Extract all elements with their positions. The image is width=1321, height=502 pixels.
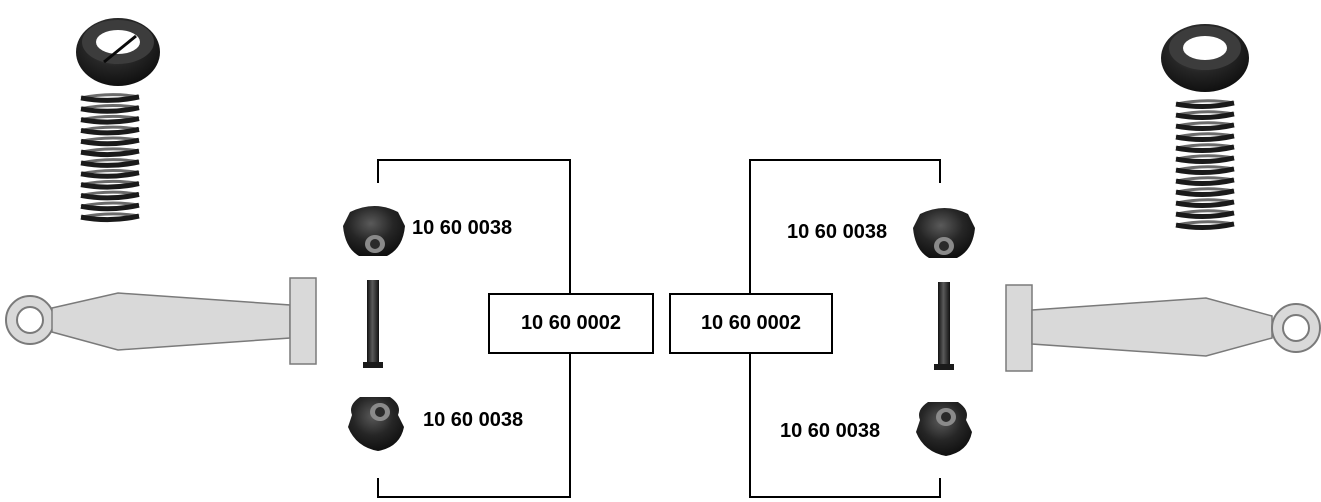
spring-coil-front bbox=[81, 162, 139, 166]
control-arm-left bbox=[6, 278, 316, 364]
spring-cap-left bbox=[76, 18, 160, 86]
bushing-right-top bbox=[913, 208, 975, 258]
spring-coil-front bbox=[81, 108, 139, 112]
spring-coil-front bbox=[81, 151, 139, 155]
coil-spring-right bbox=[1176, 101, 1234, 228]
kit-number-right: 10 60 0002 bbox=[669, 293, 833, 354]
spring-coil-front bbox=[81, 97, 139, 101]
spring-coil-front bbox=[1176, 158, 1234, 162]
part-number-bushing-left-bottom: 10 60 0038 bbox=[423, 408, 523, 432]
spring-coil-front bbox=[1176, 114, 1234, 118]
spring-cap-right bbox=[1161, 24, 1249, 92]
spring-coil-front bbox=[1176, 147, 1234, 151]
spring-coil-front bbox=[1176, 191, 1234, 195]
coil-spring-left bbox=[81, 95, 139, 220]
spring-coil-front bbox=[1176, 169, 1234, 173]
spring-coil-front bbox=[1176, 125, 1234, 129]
spring-coil-front bbox=[1176, 180, 1234, 184]
control-arm-right bbox=[1006, 285, 1320, 371]
spring-coil-front bbox=[81, 205, 139, 209]
part-number-bushing-right-bottom: 10 60 0038 bbox=[780, 419, 880, 443]
spring-coil-front bbox=[81, 173, 139, 177]
spring-coil-front bbox=[81, 184, 139, 188]
spring-coil-front bbox=[1176, 202, 1234, 206]
part-number-bushing-left-top: 10 60 0038 bbox=[412, 216, 512, 240]
part-number-bushing-right-top: 10 60 0038 bbox=[787, 220, 887, 244]
spring-coil-front bbox=[81, 119, 139, 123]
spring-coil-front bbox=[1176, 103, 1234, 107]
pin-left bbox=[363, 280, 383, 368]
spring-coil-front bbox=[1176, 213, 1234, 217]
spring-coil-front bbox=[81, 140, 139, 144]
bushing-right-bottom bbox=[916, 402, 972, 456]
spring-coil-front bbox=[1176, 224, 1234, 228]
bushing-left-bottom bbox=[348, 397, 404, 451]
spring-coil-front bbox=[81, 194, 139, 198]
spring-coil-front bbox=[81, 129, 139, 133]
spring-coil-front bbox=[1176, 136, 1234, 140]
bushing-left-top bbox=[343, 206, 405, 256]
pin-right bbox=[934, 282, 954, 370]
kit-number-left: 10 60 0002 bbox=[488, 293, 654, 354]
spring-coil-front bbox=[81, 216, 139, 220]
